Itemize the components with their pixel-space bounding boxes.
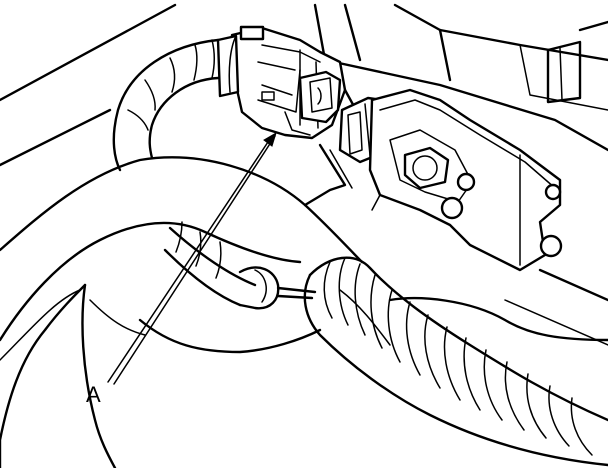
sensor-unit	[338, 88, 563, 272]
connector-a	[216, 25, 358, 140]
wire-harness-loop	[112, 38, 220, 172]
corrugated-conduit	[303, 256, 608, 467]
callout-leaders	[107, 131, 277, 385]
callout-label-a: A	[86, 382, 101, 407]
leader-arrowhead	[263, 131, 277, 147]
wire-harness-main	[0, 156, 364, 468]
body-panel	[0, 3, 608, 346]
